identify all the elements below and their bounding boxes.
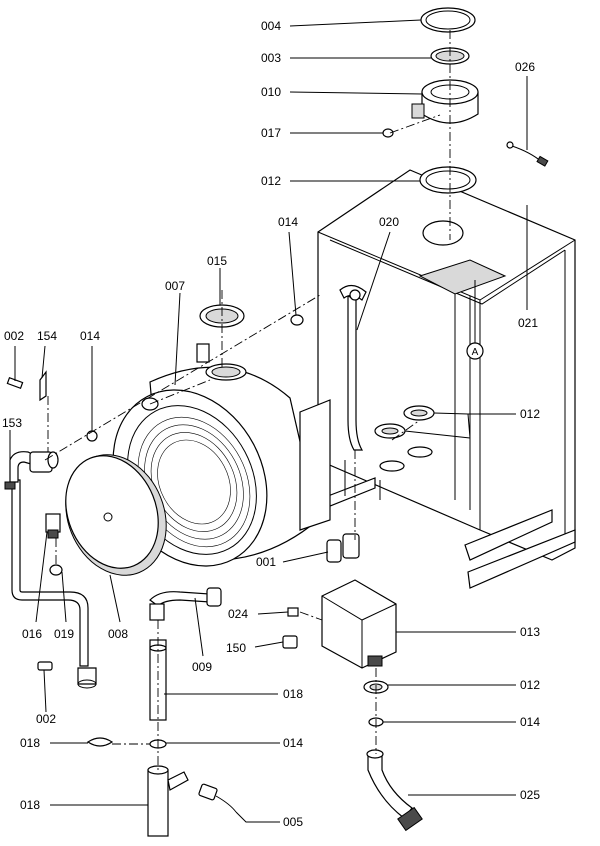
callout-014-top: 014 (278, 215, 298, 229)
callout-024: 024 (228, 607, 248, 621)
seal-ring-012-top (419, 166, 477, 194)
callout-020: 020 (379, 215, 399, 229)
drain-elbow-025 (366, 749, 423, 832)
boiler-frame (317, 169, 576, 589)
callout-002-low: 002 (36, 712, 56, 726)
callout-154: 154 (37, 329, 57, 343)
callout-008: 008 (108, 627, 128, 641)
callout-019: 019 (54, 627, 74, 641)
siphon-pipe-009 (149, 587, 222, 621)
callout-153: 153 (2, 416, 22, 430)
callout-012-top: 012 (261, 174, 281, 188)
callout-025: 025 (520, 788, 540, 802)
callout-017: 017 (261, 126, 281, 140)
callout-001: 001 (256, 555, 276, 569)
valve-001 (326, 533, 360, 563)
callout-018-clip: 018 (20, 736, 40, 750)
callout-014-left: 014 (80, 329, 100, 343)
marker-a-label: A (472, 347, 479, 358)
plug-150 (282, 635, 298, 649)
callout-009: 009 (192, 660, 212, 674)
o-ring-014-top (290, 314, 304, 326)
callout-018-mid: 018 (283, 687, 303, 701)
o-ring-017 (382, 128, 394, 138)
hose-005 (198, 783, 237, 813)
callout-016: 016 (22, 627, 42, 641)
callout-007: 007 (165, 279, 185, 293)
drain-tee-018-bot (147, 765, 189, 837)
callout-021: 021 (518, 316, 538, 330)
callout-014-bot: 014 (283, 736, 303, 750)
callout-003: 003 (261, 51, 281, 65)
callout-005: 005 (283, 815, 303, 829)
leader-lines (9, 19, 528, 823)
callout-labels: 004 003 010 017 026 012 014 020 015 007 … (2, 19, 540, 829)
callout-018-bot: 018 (20, 798, 40, 812)
callout-010: 010 (261, 85, 281, 99)
screw-024 (287, 607, 299, 617)
left-pipe-assembly (4, 370, 98, 689)
condensate-trap-013 (321, 579, 397, 669)
callout-015: 015 (207, 254, 227, 268)
callout-002-top: 002 (4, 329, 24, 343)
sensor-cable-026 (506, 76, 549, 167)
pipe-020 (339, 284, 367, 451)
seal-012-mid (374, 405, 435, 439)
marker-a: A (466, 280, 484, 360)
axis-lines (44, 114, 441, 770)
flue-adapter-010 (411, 79, 479, 124)
callout-012-mid: 012 (520, 407, 540, 421)
flue-gasket-004 (420, 7, 476, 33)
callout-026: 026 (515, 60, 535, 74)
callout-150: 150 (226, 641, 246, 655)
callout-013: 013 (520, 625, 540, 639)
callout-014-low: 014 (520, 715, 540, 729)
callout-004: 004 (261, 19, 281, 33)
callout-012-low: 012 (520, 678, 540, 692)
clip-018 (86, 737, 114, 747)
burner-door-008 (65, 454, 167, 576)
